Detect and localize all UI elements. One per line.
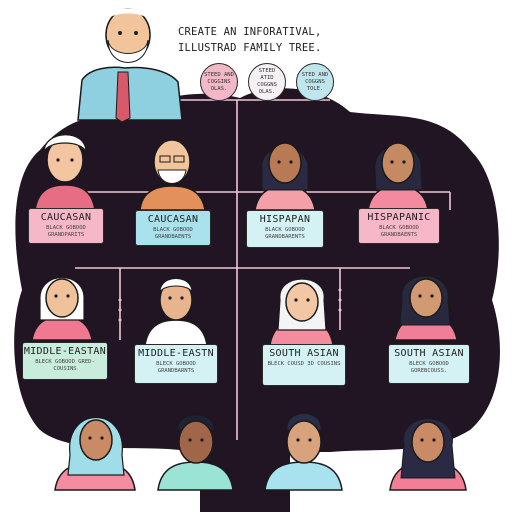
row1-card-3: HISPAPAN BLACK GOBOOD GRANDBARENTS bbox=[246, 210, 324, 248]
middle-eastern-man-portrait bbox=[144, 278, 208, 346]
row1-card-3-title: HISPAPAN bbox=[259, 214, 311, 225]
hispanic-woman-2-portrait bbox=[367, 142, 429, 211]
row1-card-4: HISPAPANIC BLACK GOBOOD GRANDBAENTS bbox=[358, 208, 440, 244]
row2-card-4: SOUTH ASIAN BLECK GOBOOD GOREBCOUSS. bbox=[388, 344, 470, 384]
poster-title: CREATE AN INFORATIVAL, ILLUSTRAD FAMILY … bbox=[178, 24, 348, 56]
row2-card-4-title: SOUTH ASIAN bbox=[394, 348, 464, 359]
badge-2-text: STEED ATID COGGNS OLAS. bbox=[257, 68, 277, 95]
row1-card-4-subtitle: BLACK GOBOOD GRANDBAENTS bbox=[379, 225, 419, 238]
hijab-woman-portrait bbox=[54, 417, 136, 491]
badge-3: STED AND COGGNS TOLE. bbox=[296, 63, 334, 101]
row1-card-2: CAUCASAN BLACK GOBOOD GRANDBAENTS bbox=[135, 210, 211, 246]
south-asian-woman-2-portrait bbox=[394, 275, 458, 341]
badge-1-text: STEED AND COGGINS OLAS. bbox=[204, 71, 234, 92]
young-man-2-portrait bbox=[264, 413, 343, 491]
row2-card-1-title: MIDDLE-EASTAN bbox=[23, 346, 107, 357]
row1-card-4-title: HISPAPANIC bbox=[367, 212, 431, 223]
row2-card-2: MIDDLE-EASTN BLECK GOBOOD GRANDBARNTS bbox=[134, 344, 218, 384]
row1-card-1-subtitle: BLACK GOBOOD GRANDPARITS bbox=[46, 225, 86, 238]
connector-dots bbox=[118, 288, 342, 322]
badge-1: STEED AND COGGINS OLAS. bbox=[200, 63, 238, 101]
title-line-2: ILLUSTRAD FAMILY TREE. bbox=[178, 42, 322, 54]
row1-card-1-title: CAUCASAN bbox=[40, 212, 92, 223]
row2-card-2-subtitle: BLECK GOBOOD GRANDBARNTS bbox=[156, 361, 196, 374]
row1-card-2-title: CAUCASAN bbox=[147, 214, 199, 225]
row2-card-4-subtitle: BLECK GOBOOD GOREBCOUSS. bbox=[409, 361, 449, 374]
row2-card-2-title: MIDDLE-EASTN bbox=[138, 348, 214, 359]
young-woman-portrait bbox=[389, 418, 467, 491]
row2-card-3-title: SOUTH ASIAN bbox=[269, 348, 339, 359]
south-asian-woman-portrait bbox=[269, 278, 334, 346]
middle-eastern-woman-portrait bbox=[31, 277, 93, 341]
row1-card-1: CAUCASAN BLACK GOBOOD GRANDPARITS bbox=[28, 208, 104, 244]
row2-card-3-subtitle: BLECK COUSD 3D COUSINS bbox=[267, 361, 341, 367]
hispanic-woman-portrait bbox=[254, 142, 316, 211]
young-man-portrait bbox=[157, 414, 234, 491]
row1-card-2-subtitle: BLACK GOBOOD GRANDBAENTS bbox=[153, 227, 193, 240]
row2-card-3: SOUTH ASIAN BLECK COUSD 3D COUSINS bbox=[262, 344, 346, 386]
badge-3-text: STED AND COGGNS TOLE. bbox=[301, 71, 329, 92]
row2-card-1: MIDDLE-EASTAN BLECK GOBOOD GRED-COUSINS bbox=[22, 342, 108, 380]
grandmother-portrait bbox=[34, 134, 96, 211]
row1-card-3-subtitle: BLACK GOBOOD GRANDBARENTS bbox=[265, 227, 305, 240]
title-line-1: CREATE AN INFORATIVAL, bbox=[178, 26, 322, 38]
row2-card-1-subtitle: BLECK GOBOOD GRED-COUSINS bbox=[35, 359, 95, 372]
badge-2: STEED ATID COGGNS OLAS. bbox=[248, 63, 286, 101]
grandfather-portrait bbox=[139, 139, 206, 211]
elder-portrait bbox=[77, 8, 183, 123]
